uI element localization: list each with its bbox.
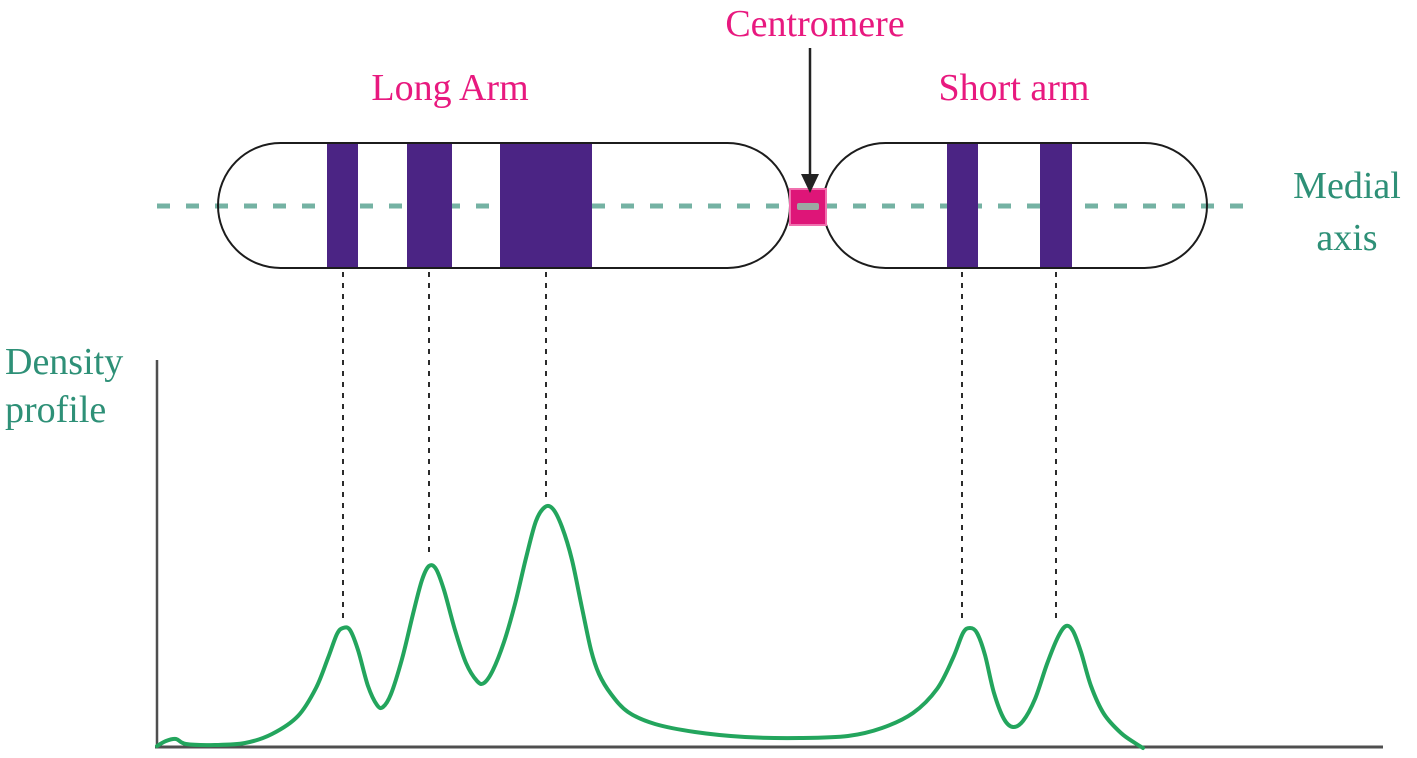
centromere-label: Centromere: [725, 3, 905, 45]
long-arm-label: Long Arm: [371, 67, 529, 109]
density-profile-label-line1: Density: [5, 341, 124, 383]
density-profile-label: Density profile: [5, 338, 123, 434]
chromosome-band: [327, 143, 358, 268]
centromere-dash: [797, 203, 819, 210]
centromere-arrow-head: [801, 174, 819, 193]
chromosome-band: [407, 143, 452, 268]
chromosome-band: [947, 143, 978, 268]
chromosome-band: [1040, 143, 1072, 268]
medial-axis-label-line2: axis: [1316, 217, 1378, 259]
medial-axis-label: Medial axis: [1293, 160, 1401, 264]
short-arm-label: Short arm: [938, 67, 1090, 109]
short-arm-bands: [947, 143, 1072, 268]
long-arm-bands: [327, 143, 592, 268]
chromosome-band: [500, 143, 592, 268]
medial-axis-label-line1: Medial: [1293, 165, 1401, 207]
density-curve: [155, 503, 1145, 750]
density-profile-label-line2: profile: [5, 389, 107, 431]
short-arm-body: [823, 143, 1207, 268]
